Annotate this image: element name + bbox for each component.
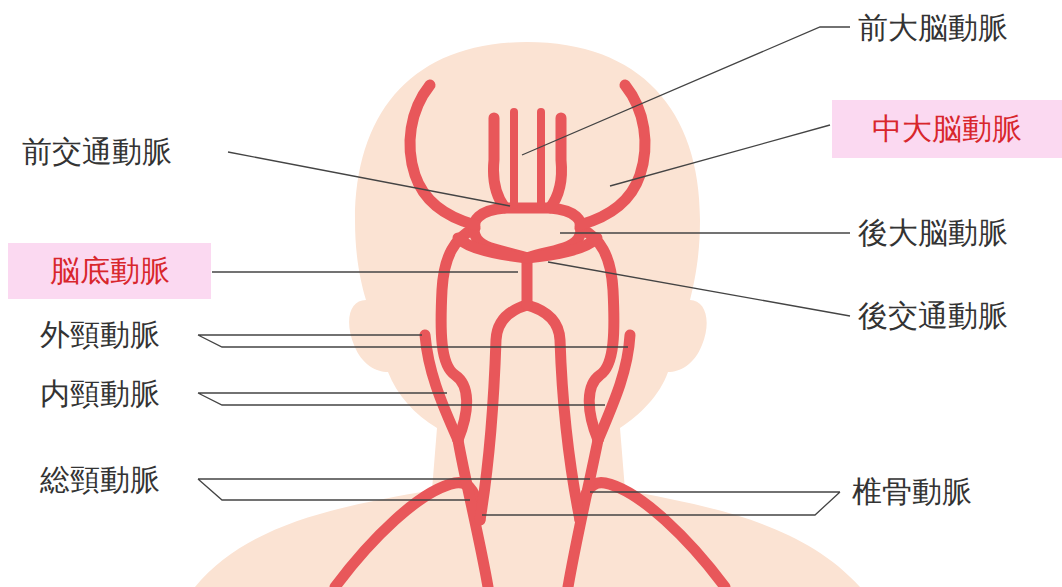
artery-label: 前交通動脈 xyxy=(22,134,172,170)
artery-label: 外頸動脈 xyxy=(40,317,160,353)
leader-line xyxy=(198,479,590,500)
highlight-box: 中大脳動脈 xyxy=(832,100,1062,158)
left-middle-cerebral xyxy=(410,85,475,225)
artery-label: 後大脳動脈 xyxy=(858,215,1008,251)
left-anterior-cerebral xyxy=(493,118,505,208)
right-vertebral-artery xyxy=(527,305,580,520)
leader-line xyxy=(522,27,850,155)
anterior-cerebral-inner-right xyxy=(537,112,545,205)
leader-line xyxy=(482,492,840,515)
artery-label: 前大脳動脈 xyxy=(858,10,1008,46)
artery-label: 内頸動脈 xyxy=(40,376,160,412)
leader-line xyxy=(212,271,518,272)
left-vertebral-artery xyxy=(480,305,527,520)
leader-line xyxy=(198,335,628,347)
leader-line xyxy=(198,393,605,405)
highlight-box: 脳底動脈 xyxy=(8,243,211,299)
leader-line xyxy=(610,125,830,186)
left-subclavian-artery xyxy=(335,483,480,587)
artery-label: 総頸動脈 xyxy=(40,462,160,498)
artery-name: 中大脳動脈 xyxy=(872,111,1022,147)
arteries xyxy=(335,85,725,587)
artery-label: 椎骨動脈 xyxy=(852,474,972,510)
leader-line xyxy=(228,152,510,206)
leader-line xyxy=(560,232,850,233)
artery-name: 脳底動脈 xyxy=(50,253,170,289)
leader-line xyxy=(548,262,850,316)
left-internal-carotid xyxy=(441,228,475,440)
basilar-artery xyxy=(522,258,533,305)
anterior-cerebral-inner-left xyxy=(510,112,518,205)
right-internal-carotid xyxy=(580,228,614,440)
right-posterior-cerebral xyxy=(527,238,597,258)
artery-label: 後交通動脈 xyxy=(858,298,1008,334)
head-shape xyxy=(195,42,860,587)
left-posterior-cerebral xyxy=(458,238,527,258)
head-silhouette xyxy=(195,42,860,587)
right-anterior-cerebral xyxy=(550,118,562,208)
leader-lines xyxy=(198,27,850,515)
right-subclavian-artery xyxy=(580,483,725,587)
